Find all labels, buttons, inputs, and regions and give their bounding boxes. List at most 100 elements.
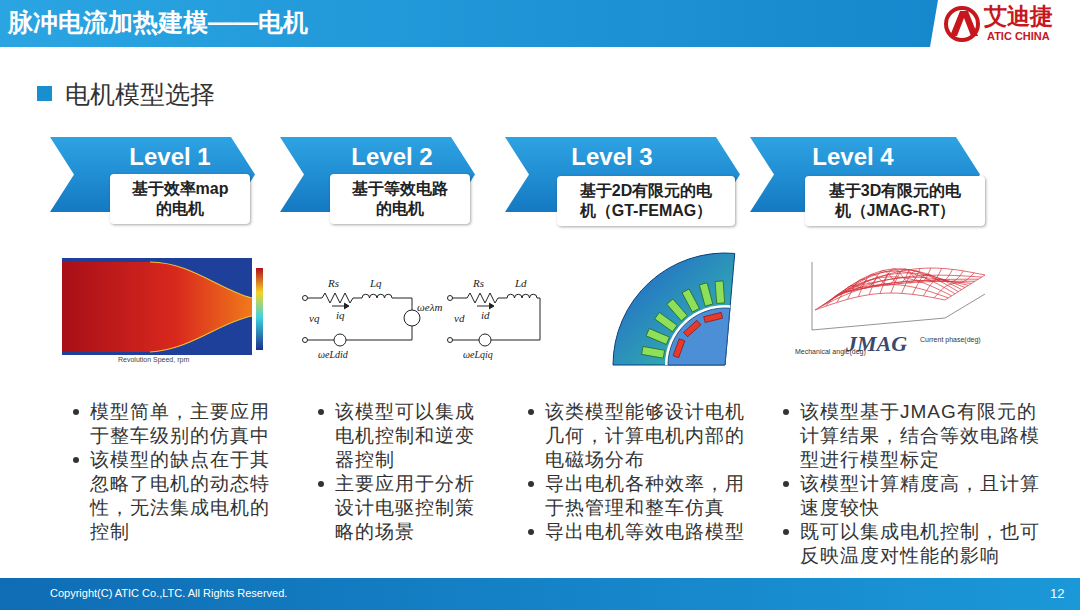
stator-slots <box>642 346 665 358</box>
d-axis-circuit <box>453 293 508 303</box>
level-chevron: Level 3基于2D有限元的电 机（GT-FEMAG） <box>505 137 740 228</box>
q-axis-circuit <box>334 334 346 346</box>
rotor-magnets <box>673 312 723 357</box>
label-box: 基于3D有限元的电 机（JMAG-RT） <box>805 176 985 226</box>
d-axis-circuit <box>448 338 453 343</box>
bullet-dot <box>73 457 79 463</box>
stator-slots <box>699 283 712 306</box>
bullet-text: 主要应用于分析 设计电驱控制策 略的场景 <box>335 472 505 544</box>
page-number: 12 <box>1050 586 1064 602</box>
stator-slots <box>646 328 669 344</box>
surface-mesh <box>845 281 975 291</box>
q-axis-circuit <box>303 338 308 343</box>
bullet-item: 导出电机各种效率，用 于热管理和整车仿真 <box>545 472 760 520</box>
stator-slots <box>655 312 678 331</box>
stator-slots <box>667 299 687 321</box>
surface-mesh <box>855 268 985 285</box>
axis-label: Current phase(deg) <box>920 336 981 344</box>
bullet-dot <box>73 409 79 415</box>
stator-slots <box>682 289 699 312</box>
bullet-dot <box>318 481 324 487</box>
q-axis-circuit <box>346 326 412 340</box>
surface-mesh <box>835 273 965 298</box>
q-axis-circuit <box>344 303 349 309</box>
surface-mesh <box>838 277 968 295</box>
q-axis-circuit <box>308 340 335 341</box>
surface-mesh <box>815 268 985 310</box>
bullet-dot <box>528 481 534 487</box>
bullet-column: 该类模型能够设计电机 几何，计算电机内部的 电磁场分布导出电机各种效率，用 于热… <box>545 400 760 544</box>
efficiency-map <box>150 262 252 298</box>
level-title: Level 1 <box>110 143 230 172</box>
level-chevron: Level 4 基于3D有限元的电 机（JMAG-RT） <box>750 137 980 228</box>
efficiency-map <box>150 316 252 352</box>
label-box: 基于2D有限元的电 机（GT-FEMAG） <box>557 176 735 226</box>
rotor-magnets <box>684 320 701 337</box>
bullet-dot <box>783 481 789 487</box>
bullet-item: 既可以集成电机控制，也可 反映温度对性能的影响 <box>800 520 1060 568</box>
level-title: Level 4 <box>793 143 913 172</box>
label-box: 基于效率map 的电机 <box>110 174 250 224</box>
d-axis-circuit <box>448 296 453 301</box>
bullet-column: 该模型可以集成 电机控制和逆变 器控制主要应用于分析 设计电驱控制策 略的场景 <box>335 400 505 544</box>
torque-surface-plot <box>812 262 813 330</box>
efficiency-map <box>62 258 263 355</box>
bullet-item: 该模型计算精度高，且计算 速度较快 <box>800 472 1060 520</box>
model-type-label: 基于等效电路 的电机 <box>338 179 462 219</box>
torque-surface-plot <box>812 262 985 330</box>
bullet-text: 导出电机各种效率，用 于热管理和整车仿真 <box>545 472 760 520</box>
d-axis-circuit <box>448 293 541 346</box>
bullet-square <box>37 86 52 101</box>
bullet-item: 该模型基于JMAG有限元的 计算结果，结合等效电路模 型进行模型标定 <box>800 400 1060 472</box>
bullet-text: 模型简单，主要应用 于整车级别的仿真中 <box>90 400 290 448</box>
bullet-text: 该模型计算精度高，且计算 速度较快 <box>800 472 1060 520</box>
bullet-item: 该模型的缺点在于其 忽略了电机的动态特 性，无法集成电机的 控制 <box>90 448 290 544</box>
motor-fe-section <box>613 253 735 365</box>
surface-mesh <box>945 275 985 300</box>
copyright-note: Copyright(C) ATIC Co.,LTC. All Rights Re… <box>50 587 287 600</box>
bullet-text: 该模型的缺点在于其 忽略了电机的动态特 性，无法集成电机的 控制 <box>90 448 290 544</box>
logo-text: 艾迪捷 <box>984 3 1053 31</box>
d-axis-circuit <box>453 340 480 341</box>
logo-subtext: ATIC CHINA <box>987 30 1050 43</box>
axis-label: Mechanical angle(deg) <box>795 348 866 356</box>
bullet-item: 模型简单，主要应用 于整车级别的仿真中 <box>90 400 290 448</box>
q-axis-circuit <box>308 293 363 303</box>
bullet-dot <box>528 529 534 535</box>
logo <box>950 11 978 36</box>
logo <box>930 0 1080 47</box>
voltage-label: vq <box>309 312 319 325</box>
efficiency-map <box>62 258 252 355</box>
model-type-label: 基于3D有限元的电 机（JMAG-RT） <box>815 181 975 221</box>
bullet-item: 主要应用于分析 设计电驱控制策 略的场景 <box>335 472 505 544</box>
inductor-label: Ld <box>515 277 527 290</box>
inductor-label: Lq <box>370 277 382 290</box>
surface-mesh <box>815 293 945 310</box>
voltage-label: vd <box>454 312 464 325</box>
bullet-column: 模型简单，主要应用 于整车级别的仿真中该模型的缺点在于其 忽略了电机的动态特 性… <box>90 400 290 544</box>
level-title: Level 2 <box>332 143 452 172</box>
current-label: iq <box>336 309 345 322</box>
section-heading: 电机模型选择 <box>65 79 215 109</box>
title-bar <box>0 0 1080 47</box>
motor-fe-section <box>665 305 730 365</box>
bullet-text: 该类模型能够设计电机 几何，计算电机内部的 电磁场分布 <box>545 400 760 472</box>
bullet-text: 该模型基于JMAG有限元的 计算结果，结合等效电路模 型进行模型标定 <box>800 400 1060 472</box>
axis-label: Revolution Speed, rpm <box>118 356 189 364</box>
level-chevron: Level 2 基于等效电路 的电机 <box>280 137 475 226</box>
surface-mesh <box>913 269 953 294</box>
source-label: ωeλm <box>417 301 442 314</box>
source-label: ωeLqiq <box>463 349 493 361</box>
bullet-text: 该模型可以集成 电机控制和逆变 器控制 <box>335 400 505 472</box>
bullet-item: 导出电机等效电路模型 <box>545 520 760 544</box>
q-axis-circuit <box>362 294 412 310</box>
d-axis-circuit <box>479 334 491 346</box>
motor-fe-section <box>613 253 735 365</box>
efficiency-map <box>256 268 263 350</box>
q-axis-circuit <box>303 296 308 301</box>
q-axis-circuit <box>303 293 421 346</box>
torque-surface-plot <box>812 294 985 330</box>
model-type-label: 基于效率map 的电机 <box>118 179 242 219</box>
bullet-text: 导出电机等效电路模型 <box>545 520 760 544</box>
